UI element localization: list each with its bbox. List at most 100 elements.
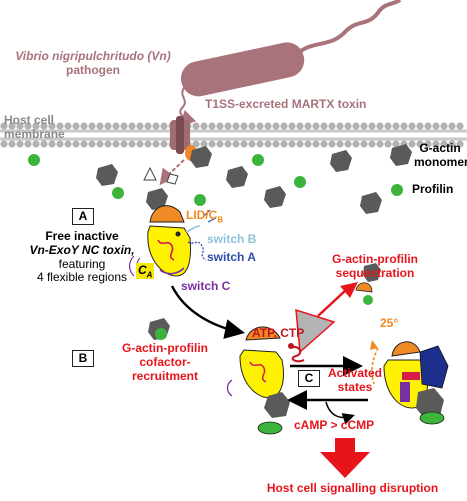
step-a-line2: Vn-ExoY NC toxin, [29,242,135,257]
lipid-head [0,140,8,148]
lipid-head [152,122,160,130]
activated-states-label: Activated states [320,366,390,395]
lipid-head [320,140,328,148]
step-c-box: C [298,370,320,387]
pathogen-word: pathogen [66,62,120,77]
step-a-description: Free inactive Vn-ExoY NC toxin, featurin… [18,229,146,285]
lipid-head [424,140,432,148]
step-b-line1: G-actin-profilin [122,341,208,355]
lipid-head [408,122,416,130]
lipid-head [280,122,288,130]
bacterium-icon [180,0,402,97]
lipid-head [160,140,168,148]
legend-gactin-label: G-actin monomer [414,141,467,170]
lipid-head [328,140,336,148]
lipid-head [392,122,400,130]
lipid-head [272,122,280,130]
lipid-head [352,122,360,130]
lipid-head [408,140,416,148]
lipid-head [232,140,240,148]
lipid-head [368,122,376,130]
lipid-head [104,122,112,130]
lipid-head [160,122,168,130]
ca-label-text: C [138,263,147,277]
ca-domain-label: CA [136,263,155,280]
activated-complex-icon [370,340,449,425]
lipid-head [336,140,344,148]
lipid-head [456,140,464,148]
lipid-head [368,140,376,148]
lipid-head [288,122,296,130]
lipid-head [240,122,248,130]
sequestered-complex-icon [355,263,381,305]
lipid-head [216,122,224,130]
lipid-head [360,140,368,148]
lipid-head [56,122,64,130]
lipid-head [0,122,8,130]
lipid-head [136,122,144,130]
membrane-label: Host cell membrane [4,113,65,142]
step-a-line4: 4 flexible regions [36,270,128,285]
lipid-head [296,140,304,148]
inactive-toxin-icon [147,205,207,277]
sequestration-arrow [295,282,358,354]
lipid-head [296,122,304,130]
angle-label: 25° [380,316,399,330]
lipid-head [96,140,104,148]
lipid-head [224,122,232,130]
lipid-head [152,140,160,148]
lipid-head [8,140,16,148]
lipid-head [32,122,40,130]
activated-line2: states [337,379,373,394]
lipid-head [256,122,264,130]
lipid-head [432,140,440,148]
lipid-head [360,122,368,130]
lipid-head [224,140,232,148]
lipid-head [72,122,80,130]
legend-profilin-icon [391,184,403,196]
lipid-head [392,140,400,148]
lipid-head [304,122,312,130]
lipid-head [208,122,216,130]
lipid-head [376,140,384,148]
lipid-head [80,140,88,148]
lipid-head [8,122,16,130]
lipid-head [352,140,360,148]
lipid-head [312,140,320,148]
lipid-head [384,140,392,148]
lipid-head [24,122,32,130]
toxin-label: T1SS-excreted MARTX toxin [205,97,367,111]
products-label: cAMP > cCMP [294,418,375,432]
lipid-head [376,122,384,130]
lipid-head [192,140,200,148]
sequestration-label: G-actin-profilin sequestration [310,252,440,281]
lipid-head [112,122,120,130]
lipid-head [328,122,336,130]
lipid-head [400,122,408,130]
lipid-head [456,122,464,130]
lipid-head [344,140,352,148]
lipid-head [16,122,24,130]
legend-profilin-label: Profilin [412,182,454,196]
lipid-head [64,140,72,148]
lipid-head [264,140,272,148]
lipid-head [416,140,424,148]
legend-gactin-icon [390,144,412,166]
step-b-box: B [72,350,94,367]
lipid-head [88,122,96,130]
lipid-head [344,122,352,130]
activation-arrows [287,343,368,425]
lipid-head [144,122,152,130]
lipid-head [40,140,48,148]
lipid-head [272,140,280,148]
step-b-description: G-actin-profilin cofactor- recruitment [100,341,230,383]
lipid-head [240,140,248,148]
lipid-head [40,122,48,130]
lipid-head [128,140,136,148]
host-cell-membrane [0,122,467,148]
pathogen-name: Vibrio nigripulchritudo (Vn) [15,49,171,63]
t1ss-channel-icon [170,116,190,154]
step-b-line3: recruitment [131,368,199,383]
lipid-head [56,140,64,148]
